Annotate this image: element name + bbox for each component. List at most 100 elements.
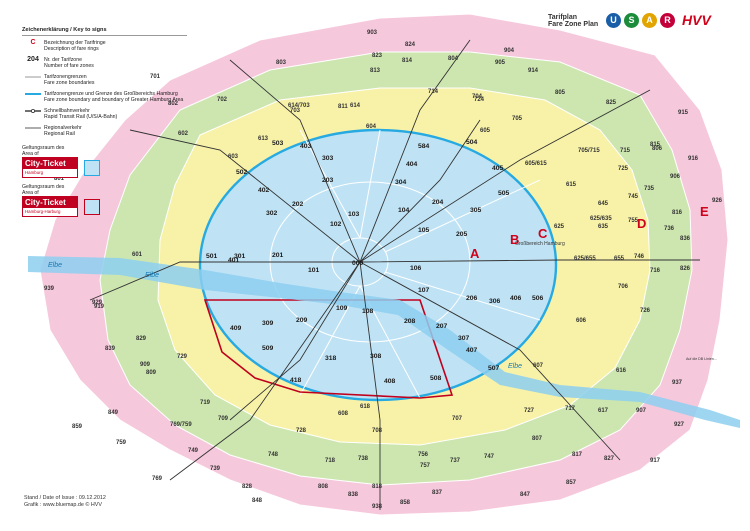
zone-701: 701	[150, 74, 161, 80]
zone-718: 718	[325, 458, 336, 464]
zone-108: 108	[362, 308, 374, 315]
zone-418: 418	[290, 377, 302, 384]
zone-724: 724	[474, 97, 485, 103]
elbe-label-west: Elbe	[48, 262, 62, 269]
plan-title: Tarifplan	[548, 14, 578, 21]
zone-614-703: 614/703	[288, 103, 310, 109]
zone-501: 501	[206, 253, 218, 260]
logo-s: S	[624, 13, 639, 28]
zone-403: 403	[300, 143, 312, 150]
zone-847: 847	[520, 492, 531, 498]
zone-207: 207	[436, 323, 448, 330]
zone-109: 109	[336, 305, 348, 312]
elbe-river	[28, 256, 740, 428]
zone-603: 603	[228, 154, 239, 160]
zone-805: 805	[555, 90, 566, 96]
zone-739: 739	[210, 466, 221, 472]
zone-746: 746	[634, 254, 645, 260]
ticket-1-row: City-Ticket Hamburg	[22, 157, 187, 178]
zone-719: 719	[200, 400, 211, 406]
zone-738: 738	[358, 456, 369, 462]
zone-716: 716	[650, 268, 661, 274]
legend-symbol-regional	[22, 125, 44, 133]
zone-756: 756	[418, 452, 429, 458]
zone-839: 839	[105, 346, 116, 352]
zone-929: 929	[92, 300, 103, 306]
zone-769-759: 769/759	[170, 422, 192, 428]
zone-714: 714	[428, 89, 439, 95]
zone-309: 309	[262, 320, 274, 327]
zone-318: 318	[325, 355, 337, 362]
ring-letter-d: D	[637, 216, 646, 231]
zone-201: 201	[272, 252, 284, 259]
footer: Stand / Date of Issue : 09.12.2012 Grafi…	[24, 495, 106, 509]
zone-735: 735	[644, 186, 655, 192]
zone-769: 769	[152, 476, 163, 482]
zone-836: 836	[680, 236, 691, 242]
zone-825: 825	[606, 100, 617, 106]
zone-625: 625	[554, 224, 565, 230]
zone-105: 105	[418, 227, 430, 234]
zone-736: 736	[664, 226, 675, 232]
zone-203: 203	[322, 177, 334, 184]
zone-927: 927	[674, 422, 685, 428]
ring-letter-e: E	[700, 204, 709, 219]
zone-806: 806	[652, 146, 663, 152]
zone-507: 507	[488, 365, 500, 372]
zone-809: 809	[146, 370, 157, 376]
zone-726: 726	[640, 308, 651, 314]
graphics-credit: Grafik : www.bluemap.de © HVV	[24, 502, 102, 508]
zone-937: 937	[672, 380, 683, 386]
ticket-2-row: City-Ticket Hamburg-Harburg	[22, 196, 187, 217]
zone-604: 604	[366, 124, 377, 130]
zone-409: 409	[230, 325, 242, 332]
ticket-1-swatch	[84, 159, 100, 176]
ring-ab-area	[198, 128, 558, 402]
zone-808: 808	[318, 484, 329, 490]
zone-408: 408	[384, 378, 396, 385]
grossbereich-label: Großbereich Hamburg	[515, 241, 565, 247]
zone-917: 917	[650, 458, 661, 464]
zone-909: 909	[140, 362, 151, 368]
zone-816: 816	[672, 210, 683, 216]
city-ticket-hamburg: City-Ticket Hamburg	[22, 157, 78, 178]
zone-747: 747	[484, 454, 495, 460]
zone-509: 509	[262, 345, 274, 352]
ticket-2-swatch	[84, 198, 100, 215]
zone-601: 601	[132, 252, 143, 258]
zone-606: 606	[576, 318, 587, 324]
zone-301: 301	[234, 253, 246, 260]
zone-737: 737	[450, 458, 461, 464]
zone-307: 307	[458, 335, 470, 342]
zone-103: 103	[348, 211, 360, 218]
zone-705-715: 705/715	[578, 148, 600, 154]
ticket-2-area: Hamburg-Harburg	[25, 209, 61, 214]
zone-618: 618	[360, 404, 371, 410]
zone-916: 916	[688, 156, 699, 162]
zone-857: 857	[566, 480, 577, 486]
zone-708: 708	[372, 428, 383, 434]
zone-605: 605	[480, 128, 491, 134]
zone-102: 102	[330, 221, 342, 228]
zone-939: 939	[44, 286, 55, 292]
zone-000: 000	[352, 260, 364, 267]
zone-828: 828	[242, 484, 253, 490]
zone-617: 617	[598, 408, 609, 414]
zone-915: 915	[678, 110, 689, 116]
zone-304: 304	[395, 179, 407, 186]
ring-letter-b: B	[510, 232, 519, 247]
logo-r: R	[660, 13, 675, 28]
zone-615: 615	[566, 182, 577, 188]
zone-905: 905	[495, 60, 506, 66]
zone-406: 406	[510, 295, 522, 302]
usar-logo: U S A R HVV	[606, 13, 711, 28]
zone-849: 849	[108, 410, 119, 416]
